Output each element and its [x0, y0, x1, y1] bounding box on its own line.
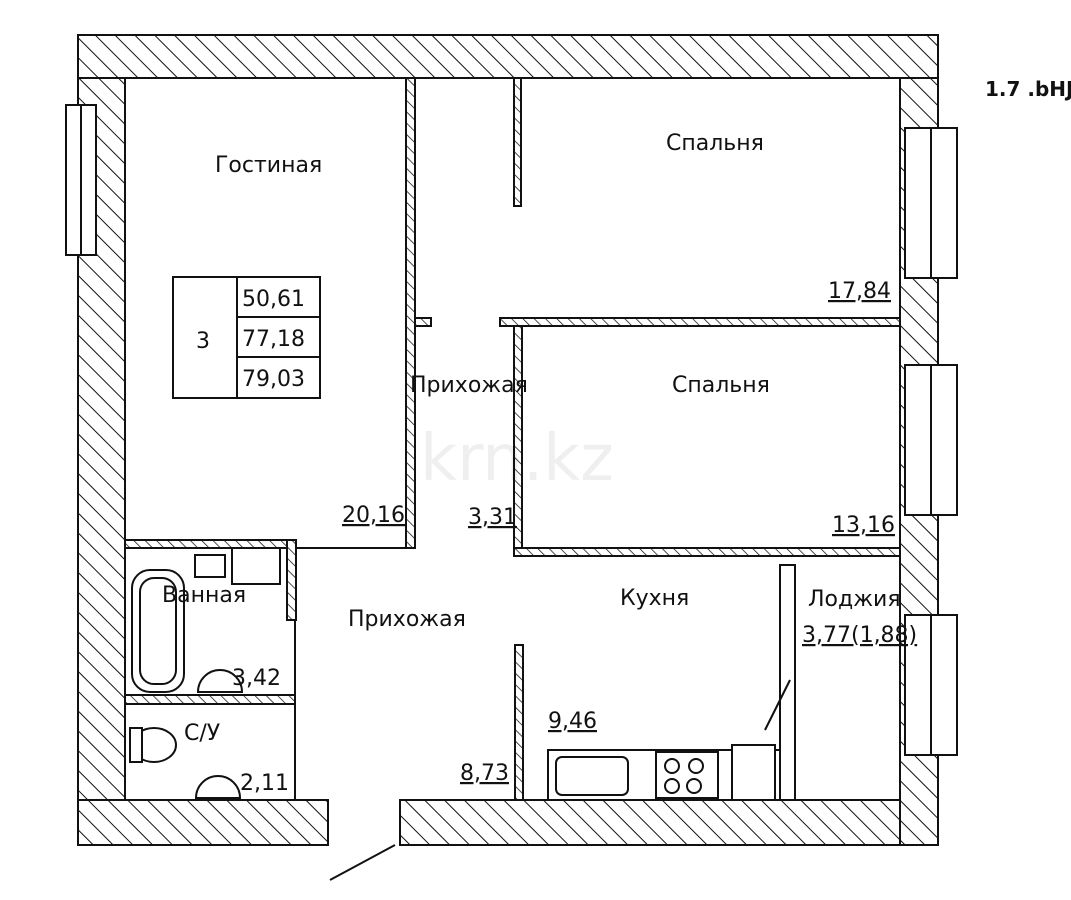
- room-name-bedroom1: Спальня: [666, 131, 764, 156]
- washer: [231, 547, 281, 585]
- room-name-hall-small: Прихожая: [410, 373, 528, 398]
- room-name-bedroom2: Спальня: [672, 373, 770, 398]
- summary-table: [172, 276, 321, 399]
- room-name-kitchen: Кухня: [620, 586, 689, 611]
- kitchen-sink: [555, 756, 629, 796]
- room-name-wc: С/У: [184, 721, 221, 746]
- room-name-bathroom: Ванная: [162, 583, 246, 608]
- sink: [196, 669, 244, 693]
- wall-interior: [405, 77, 416, 549]
- fridge: [731, 744, 776, 801]
- wall-top: [77, 34, 939, 79]
- loggia-partition: [779, 564, 796, 801]
- total-area: 77,18: [242, 327, 305, 352]
- stove: [655, 751, 719, 799]
- room-name-loggia: Лоджия: [808, 587, 901, 612]
- sink: [194, 775, 242, 799]
- living-area: 50,61: [242, 287, 305, 312]
- room-area-hall-small: 3,31: [468, 505, 517, 530]
- rooms-count: 3: [196, 329, 210, 354]
- room-area-bathroom: 3,42: [232, 666, 281, 691]
- fixtures: [129, 547, 791, 881]
- room-area-bedroom1: 17,84: [828, 279, 891, 304]
- wall-bottom-left: [77, 799, 329, 846]
- wall-interior: [124, 539, 296, 549]
- wall-interior: [499, 317, 901, 327]
- room-area-wc: 2,11: [240, 771, 289, 796]
- room-name-living: Гостиная: [215, 153, 322, 178]
- wall-bottom-right: [399, 799, 939, 846]
- walls: [65, 34, 958, 846]
- room-area-loggia: 3,77(1,88): [802, 623, 917, 648]
- room-area-living: 20,16: [342, 503, 405, 528]
- room-area-bedroom2: 13,16: [832, 513, 895, 538]
- wall-interior: [124, 694, 296, 705]
- entrance-door: [329, 844, 396, 881]
- room-area-kitchen: 9,46: [548, 709, 597, 734]
- watermark: krn.kz: [420, 422, 614, 496]
- total-with-loggia: 79,03: [242, 367, 305, 392]
- wall-interior: [513, 547, 901, 557]
- plan-code: 1.7 .bHJ: [985, 77, 1071, 101]
- room-name-hall: Прихожая: [348, 607, 466, 632]
- room-area-hall: 8,73: [460, 761, 509, 786]
- wall-interior: [513, 77, 522, 207]
